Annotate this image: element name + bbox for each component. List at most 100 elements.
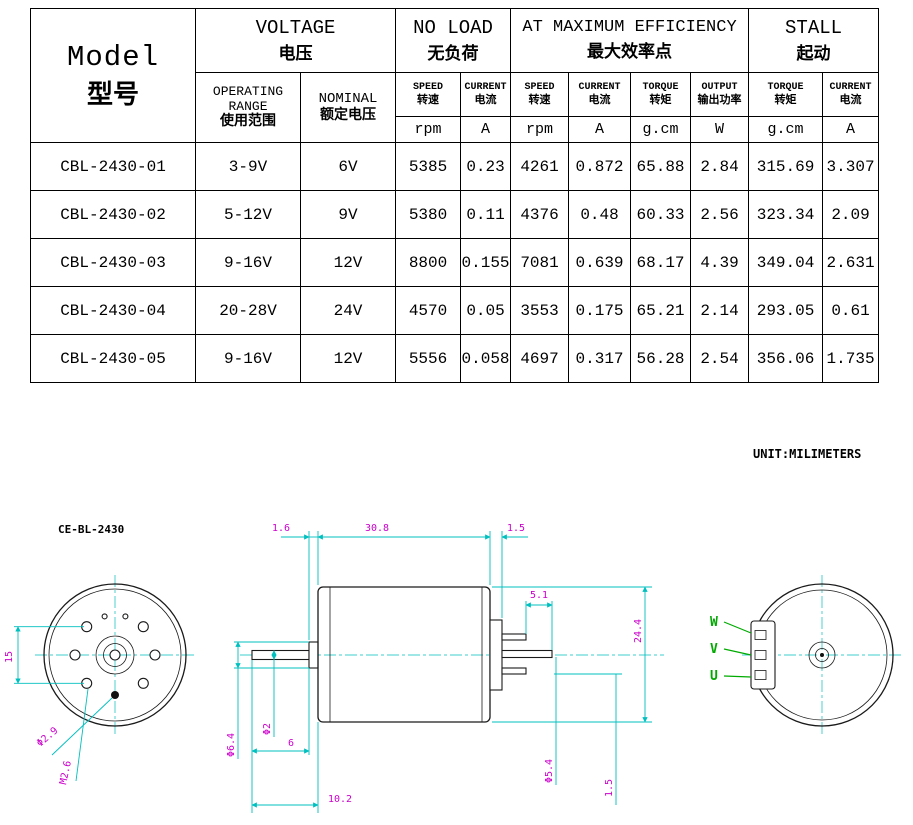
unit-amp: A (822, 116, 880, 143)
connector-pin (754, 630, 767, 640)
maxeff-torque-en: TORQUE (642, 82, 679, 93)
front-shaft (109, 649, 121, 661)
maxeff-group-header: AT MAXIMUM EFFICIENCY 最大效率点 (510, 8, 750, 73)
voltage-group-en: VOLTAGE (255, 16, 336, 39)
rear-shaft-end (820, 653, 824, 657)
cell-maxeff-output: 2.56 (690, 190, 750, 239)
cell-maxeff-output: 2.14 (690, 286, 750, 335)
cell-maxeff-speed: 7081 (510, 238, 570, 287)
front-inner-ring (48, 588, 182, 722)
cell-operating-range: 9-16V (195, 238, 301, 287)
cell-operating-range: 20-28V (195, 286, 301, 335)
operating-range-en2: RANGE (228, 99, 268, 114)
unit-watt: W (690, 116, 750, 143)
cell-noload-speed: 8800 (395, 238, 462, 287)
unit-amp: A (460, 116, 512, 143)
noload-group-zh: 无负荷 (427, 45, 479, 65)
terminal-label-u: U (710, 669, 718, 684)
front-bearing (103, 643, 127, 667)
motor-body (317, 586, 491, 723)
cell-stall-torque: 349.04 (748, 238, 824, 287)
cell-model: CBL-2430-03 (30, 238, 196, 287)
maxeff-output-header: OUTPUT 输出功率 (690, 72, 750, 117)
unit-amp: A (568, 116, 632, 143)
terminal-connector (750, 620, 776, 690)
operating-range-zh: 使用范围 (220, 114, 276, 130)
noload-speed-zh: 转速 (417, 95, 440, 107)
cell-nominal: 24V (299, 286, 397, 335)
dim-body-diameter: 24.4 (633, 619, 644, 643)
header-row-groups: Model 型号 VOLTAGE 电压 NO LOAD 无负荷 AT MAXIM… (30, 8, 880, 143)
cell-maxeff-output: 2.54 (690, 334, 750, 383)
cell-noload-current: 0.11 (460, 190, 512, 239)
terminal-label-w: W (710, 615, 718, 630)
noload-speed-header: SPEED 转速 (395, 72, 462, 117)
nominal-zh: 额定电压 (320, 107, 376, 124)
hole (149, 649, 161, 661)
cell-maxeff-current: 0.175 (568, 286, 632, 335)
terminal-leader (723, 648, 752, 656)
cell-operating-range: 3-9V (195, 142, 301, 191)
table-row: CBL-2430-05 9-16V 12V 5556 0.058 4697 0.… (30, 334, 880, 383)
hole-small (122, 613, 129, 620)
voltage-group-zh: 电压 (278, 45, 313, 65)
cell-maxeff-output: 2.84 (690, 142, 750, 191)
cell-noload-current: 0.155 (460, 238, 512, 287)
cell-noload-current: 0.058 (460, 334, 512, 383)
cell-maxeff-speed: 3553 (510, 286, 570, 335)
dim-boss-width: 1.6 (272, 523, 290, 534)
cell-noload-speed: 5556 (395, 334, 462, 383)
dim-body-length: 30.8 (365, 523, 389, 534)
dim-front-length: 10.2 (328, 794, 352, 805)
stall-group-en: STALL (785, 16, 843, 39)
unit-rpm: rpm (395, 116, 462, 143)
nominal-header: NOMINAL 额定电压 (299, 72, 397, 143)
connector-pin (754, 650, 767, 660)
maxeff-current-zh: 电流 (588, 95, 611, 107)
noload-group-en: NO LOAD (413, 16, 493, 39)
model-header: Model 型号 (30, 8, 196, 143)
terminal-pin (501, 649, 553, 659)
dim-hole-diameter: Φ2.9 (35, 725, 61, 749)
stall-torque-zh: 转矩 (774, 95, 797, 107)
unit-gcm: g.cm (630, 116, 692, 143)
header-row-sub: OPERATING RANGE 使用范围 NOMINAL 额定电压 SPEED … (31, 72, 880, 143)
cell-maxeff-current: 0.48 (568, 190, 632, 239)
maxeff-torque-zh: 转矩 (649, 95, 672, 107)
cell-stall-torque: 323.34 (748, 190, 824, 239)
cell-model: CBL-2430-01 (30, 142, 196, 191)
dim-endcap: 1.5 (507, 523, 525, 534)
maxeff-current-header: CURRENT 电流 (568, 72, 632, 117)
hole (137, 621, 149, 633)
dim-hole-span: 15 (4, 651, 15, 663)
stall-current-header: CURRENT 电流 (822, 72, 880, 117)
dim-pin-circle: Φ5.4 (544, 759, 555, 783)
cell-noload-current: 0.05 (460, 286, 512, 335)
maxeff-group-zh: 最大效率点 (587, 44, 673, 63)
stall-group-header: STALL 起动 (748, 8, 880, 73)
shaft-boss (308, 641, 319, 669)
dim-boss-diameter: Φ6.4 (226, 733, 237, 757)
cell-stall-torque: 293.05 (748, 286, 824, 335)
cell-model: CBL-2430-02 (30, 190, 196, 239)
cell-operating-range: 5-12V (195, 190, 301, 239)
dim-pin-length: 5.1 (530, 590, 548, 601)
cell-maxeff-current: 0.872 (568, 142, 632, 191)
table-row: CBL-2430-04 20-28V 24V 4570 0.05 3553 0.… (30, 286, 880, 335)
cell-stall-torque: 315.69 (748, 142, 824, 191)
cell-noload-speed: 5385 (395, 142, 462, 191)
hole (69, 649, 81, 661)
side-view: 1.6 30.8 1.5 5.1 24.4 6 10.2 (226, 523, 664, 813)
hole (137, 677, 149, 689)
noload-current-header: CURRENT 电流 (460, 72, 512, 117)
hole-filled (111, 691, 119, 699)
cell-nominal: 12V (299, 238, 397, 287)
cell-nominal: 12V (299, 334, 397, 383)
cell-stall-current: 3.307 (822, 142, 880, 191)
cell-noload-speed: 4570 (395, 286, 462, 335)
noload-current-zh: 电流 (474, 95, 497, 107)
table-row: CBL-2430-01 3-9V 6V 5385 0.23 4261 0.872… (30, 142, 880, 191)
voltage-group-header: VOLTAGE 电压 (194, 8, 397, 73)
cell-maxeff-output: 4.39 (690, 238, 750, 287)
front-boss (95, 635, 135, 675)
